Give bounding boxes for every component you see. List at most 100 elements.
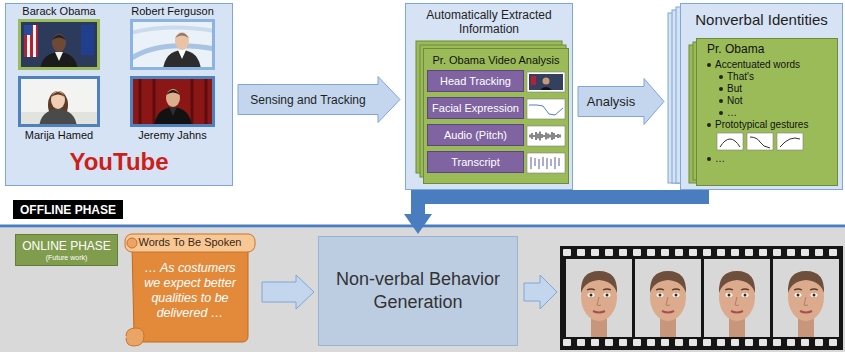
analysis-card-art-part [538,159,539,169]
video-thumbnail-art-part [166,90,180,95]
video-thumbnail-art-part [130,27,215,33]
phase-label: OFFLINE PHASE [20,203,116,217]
video-thumbnail-art-part [178,50,186,59]
analysis-card-art-part [529,105,563,115]
analysis-card-art-part [546,133,547,140]
bullet-item: Prototypical gestures [715,119,808,131]
video-thumbnail: Marija Hamed [14,76,104,142]
analysis-card-art-part [558,158,559,166]
video-thumbnail-art-part [20,21,99,69]
video-thumbnail: Barack Obama [14,5,104,71]
online-band [0,228,845,352]
analysis-card-art-part [544,135,545,137]
speaker-name: Marija Hamed [25,129,93,142]
film-strip-part [704,259,770,337]
film-strip-part-part [566,259,632,337]
extraction-panel-art-part [420,45,566,177]
analysis-card-art-part [556,135,557,137]
speaker-name: Jeremy Jahns [138,129,206,142]
analysis-card-art-part [530,135,531,138]
analysis-card-art-part [534,158,535,166]
video-thumbnail-art-part [130,19,215,70]
video-thumbnail-art-part [175,32,189,50]
edge-label-holder: Sensing and Tracking [248,92,367,107]
feature-label: Head Tracking [440,75,511,88]
analysis-card-art-part [527,126,565,146]
phase-label: ONLINE PHASE [22,239,111,253]
generation-box: Non-verbal Behavior Generation [318,236,518,346]
film-strip-part [560,246,843,350]
phase-tag: OFFLINE PHASE [13,200,123,219]
video-thumbnail-art-part [24,25,38,57]
video-thumbnail-art-part [81,25,94,55]
analysis-card-art-part [542,134,543,138]
video-thumbnail-art-part [140,76,206,127]
edge-label: Analysis [585,94,637,110]
analysis-card-art-part [552,132,553,140]
video-thumbnail-art-part [55,52,63,61]
video-thumbnail-art-part [24,25,32,35]
phase-divider [0,225,845,228]
script-scroll-art-part [132,246,248,342]
scroll-text: … As costumers we expect better qualitie… [136,261,244,321]
feature-label: Audio (Pitch) [444,129,507,142]
analysis-card-art-part [540,132,541,141]
video-thumbnail: Jeremy Jahns [125,76,220,142]
identity-card: Pr. ObamaAccentuated wordsThat'sButNot … P… [696,38,838,186]
sub-bullet: Not [727,95,743,107]
block-arrow [524,275,557,309]
block-arrow [262,275,314,309]
film-strip [560,246,843,350]
analysis-card-art-part [554,133,555,139]
analysis-card-art-part [530,157,531,169]
video-thumbnail-art-part [52,35,66,40]
sub-bullet: But [727,83,742,95]
card-title: Pr. Obama [707,42,764,57]
film-strip-part [773,259,839,337]
video-thumbnail-art-part [20,78,99,126]
identity-panel: Nonverbal IdentitiesPr. ObamaAccentuated… [680,3,843,190]
bullet-item: Accentuated words [715,59,800,71]
analysis-card-art-part [538,134,539,139]
video-thumbnail-art-part [18,76,100,127]
video-thumbnail-art-part [51,92,65,97]
film-strip-part-part [635,259,701,337]
analysis-card-art-part [540,87,552,90]
video-thumbnail-art-part [33,25,36,57]
video-thumbnail-art [18,76,100,127]
speaker-name: Robert Ferguson [131,5,214,18]
feature-label: Facial Expression [432,102,519,115]
identity-card-art-part [720,139,740,147]
analysis-card-art-part [527,153,565,173]
sub-bullet: That's [727,71,754,83]
analysis-card-art-part [542,157,543,166]
video-thumbnail-art-part [18,19,100,70]
block-arrow [578,79,664,125]
analysis-card-art-part [534,135,535,137]
script-scroll: Words To Be Spoken… As costumers we expe… [122,232,258,350]
film-strip-part-part [704,259,770,337]
script-scroll-art-part [125,234,255,252]
feature-row: Transcript [427,151,524,173]
speaker-name: Barack Obama [22,5,95,18]
extraction-panel: Automatically Extracted InformationPr. O… [405,3,573,190]
analysis-card-art-part [550,135,551,138]
feature-row: Facial Expression [427,97,524,119]
script-scroll-art-part [127,238,137,248]
identity-card-art-part [780,138,800,147]
analysis-card-art-part [550,159,551,166]
panel-title: Automatically Extracted Information [410,8,568,36]
analysis-card-art-part [546,158,547,169]
video-thumbnail: Robert Ferguson [125,5,220,71]
analysis-card: Pr. Obama Video AnalysisHead TrackingFac… [423,48,569,184]
film-strip-part [635,259,701,337]
identity-card-art-part [717,133,743,150]
video-thumbnail-art-part [51,91,65,109]
analysis-card-art-part [527,99,565,119]
identity-card-art-part [750,137,770,148]
bullet-item: … [715,153,725,165]
phase-note: (Future work) [46,253,88,262]
edge-label-holder: Analysis [585,94,637,110]
